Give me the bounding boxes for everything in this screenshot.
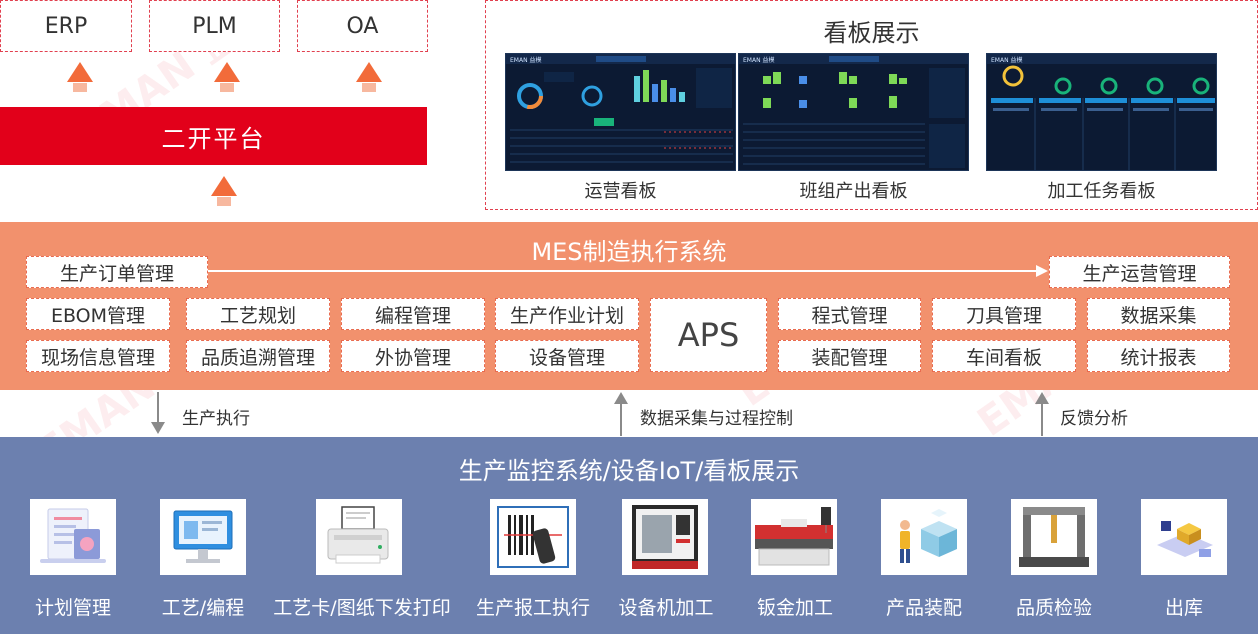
monitor-title: 生产监控系统/设备IoT/看板展示 (458, 457, 800, 485)
link-label-execution: 生产执行 (182, 409, 250, 429)
module-process-planning: 工艺规划 (186, 298, 330, 330)
module-label: 刀具管理 (965, 304, 1042, 327)
plm-label: PLM (192, 13, 237, 39)
module-label: EBOM管理 (50, 304, 146, 327)
up-arrow-icon (1034, 392, 1050, 436)
module-label: 工艺规划 (219, 304, 296, 327)
module-label: 车间看板 (965, 346, 1042, 369)
module-label: 品质追溯管理 (200, 346, 315, 369)
operations-dashboard-thumbnail: EMAN 益模 (505, 53, 736, 171)
cnc-machine-illustration (622, 499, 708, 575)
platform-bar: 二开平台 (0, 107, 427, 165)
team-output-dashboard-caption: 班组产出看板 (799, 181, 908, 202)
dashboard-brand: EMAN 益模 (743, 56, 774, 64)
production-operation-label: 生产运营管理 (1082, 262, 1197, 285)
module-production-scheduling: 生产作业计划 (495, 298, 639, 330)
module-label: 程式管理 (811, 304, 888, 327)
up-arrow-icon (67, 62, 93, 92)
erp-box: ERP (0, 0, 132, 52)
module-ebom: EBOM管理 (26, 298, 170, 330)
module-workshop-kanban: 车间看板 (932, 340, 1076, 372)
module-onsite-info: 现场信息管理 (26, 340, 170, 372)
module-tool-management: 刀具管理 (932, 298, 1076, 330)
printer-illustration (316, 499, 402, 575)
item-label-machining: 设备机加工 (618, 597, 714, 619)
operations-dashboard-caption: 运营看板 (584, 181, 657, 202)
item-label-quality: 品质检验 (1015, 597, 1092, 619)
up-arrow-icon (356, 62, 382, 92)
kanban-panel: 看板展示 EMAN 益模 运营看板 (485, 0, 1258, 210)
oa-box: OA (297, 0, 428, 52)
module-data-collection: 数据采集 (1087, 298, 1230, 330)
item-label-reporting: 生产报工执行 (475, 597, 590, 619)
item-label-outbound: 出库 (1164, 597, 1203, 619)
aps-label: APS (677, 316, 740, 354)
module-label: 数据采集 (1120, 304, 1197, 327)
up-arrow-icon (211, 176, 237, 206)
module-label: 现场信息管理 (40, 346, 155, 369)
flow-arrow-icon (1036, 265, 1048, 277)
warehouse-out-illustration (1141, 499, 1227, 575)
machining-task-dashboard-thumbnail: EMAN 益模 (986, 53, 1217, 171)
production-order-label: 生产订单管理 (59, 262, 174, 285)
module-label: 装配管理 (811, 346, 888, 369)
module-label: 统计报表 (1120, 346, 1197, 369)
link-label-feedback: 反馈分析 (1060, 409, 1128, 429)
monitor-band: 生产监控系统/设备IoT/看板展示 计划管理 工艺/编程 (0, 437, 1258, 634)
module-statistics: 统计报表 (1087, 340, 1230, 372)
module-equipment: 设备管理 (495, 340, 639, 372)
module-label: 设备管理 (528, 346, 605, 369)
mes-title: MES制造执行系统 (531, 238, 727, 266)
production-operation-management: 生产运营管理 (1049, 256, 1230, 288)
sheet-metal-machine-illustration (751, 499, 837, 575)
erp-label: ERP (44, 13, 88, 39)
down-arrow-icon (150, 392, 166, 434)
module-program-management: 程式管理 (778, 298, 921, 330)
production-order-management: 生产订单管理 (26, 256, 208, 288)
dashboard-brand: EMAN 益模 (991, 56, 1022, 64)
module-quality-tracing: 品质追溯管理 (186, 340, 330, 372)
plm-box: PLM (149, 0, 280, 52)
dashboard-brand: EMAN 益模 (510, 56, 541, 64)
item-label-sheet-metal: 钣金加工 (756, 597, 833, 619)
item-label-assembly: 产品装配 (885, 597, 962, 619)
up-arrow-icon (613, 392, 629, 436)
flow-line (208, 270, 1040, 272)
barcode-scanner-illustration (490, 499, 576, 575)
platform-label: 二开平台 (161, 124, 266, 153)
item-label-plan: 计划管理 (34, 597, 111, 619)
module-label: 生产作业计划 (509, 304, 624, 327)
process-programming-illustration (160, 499, 246, 575)
up-arrow-icon (214, 62, 240, 92)
plan-management-illustration (30, 499, 116, 575)
oa-label: OA (346, 13, 379, 39)
team-output-dashboard-thumbnail: EMAN 益模 (738, 53, 969, 171)
module-label: 外协管理 (374, 346, 451, 369)
module-label: 编程管理 (374, 304, 451, 327)
kanban-title: 看板展示 (823, 19, 920, 47)
machining-task-dashboard-caption: 加工任务看板 (1047, 181, 1156, 202)
item-label-process: 工艺/编程 (161, 597, 245, 619)
quality-inspection-illustration (1011, 499, 1097, 575)
link-label-data-collection: 数据采集与过程控制 (640, 409, 793, 429)
module-assembly: 装配管理 (778, 340, 921, 372)
module-programming: 编程管理 (341, 298, 485, 330)
module-aps: APS (650, 298, 767, 372)
assembly-illustration (881, 499, 967, 575)
module-outsourcing: 外协管理 (341, 340, 485, 372)
item-label-print: 工艺卡/图纸下发打印 (273, 597, 451, 619)
mes-band: MES制造执行系统 生产订单管理 生产运营管理 EBOM管理 工艺规划 编程管理… (0, 222, 1258, 390)
